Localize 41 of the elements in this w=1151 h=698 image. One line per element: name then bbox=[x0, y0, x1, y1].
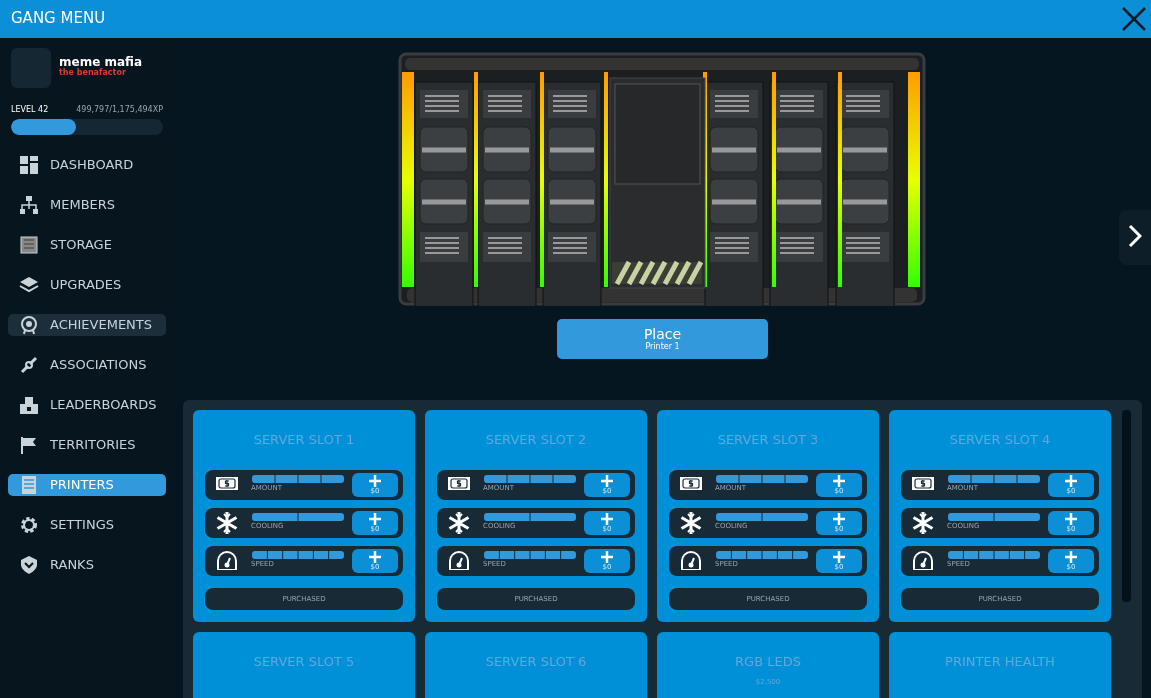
nav-item: LEADERBOARDS bbox=[50, 397, 157, 412]
card-title: SERVER SLOT 3 bbox=[716, 432, 820, 447]
upgrade-row bbox=[669, 508, 867, 538]
nav-item: ASSOCIATIONS bbox=[50, 357, 147, 372]
card-title: PRINTER HEALTH bbox=[944, 654, 1056, 669]
nav-item: RANKS bbox=[50, 557, 94, 572]
slot-card bbox=[657, 410, 879, 622]
slot-card bbox=[889, 410, 1111, 622]
nav-item: PRINTERS bbox=[50, 477, 114, 492]
card-title: SERVER SLOT 4 bbox=[948, 432, 1052, 447]
upgrade-row bbox=[437, 508, 635, 538]
card-title: SERVER SLOT 2 bbox=[484, 432, 588, 447]
upgrade-row bbox=[205, 470, 403, 500]
upgrade-row bbox=[669, 546, 867, 576]
slot-card bbox=[193, 410, 415, 622]
slot-card bbox=[425, 410, 647, 622]
nav-item: TERRITORIES bbox=[50, 437, 136, 452]
card-title: SERVER SLOT 5 bbox=[252, 654, 356, 669]
card-title: SERVER SLOT 1 bbox=[252, 432, 356, 447]
upgrade-row bbox=[437, 470, 635, 500]
card-title: SERVER SLOT 6 bbox=[484, 654, 588, 669]
card-title: RGB LEDS bbox=[734, 654, 802, 669]
upgrade-row bbox=[437, 546, 635, 576]
place-button: Place Printer 1 bbox=[557, 319, 768, 359]
nav-item: ACHIEVEMENTS bbox=[50, 317, 153, 332]
nav-item: UPGRADES bbox=[50, 277, 122, 292]
nav-item: SETTINGS bbox=[50, 517, 114, 532]
window-title: GANG MENU bbox=[11, 9, 106, 27]
upgrade-row bbox=[901, 546, 1099, 576]
level-label: LEVEL 42 bbox=[11, 105, 49, 114]
nav-item: MEMBERS bbox=[50, 197, 116, 212]
upgrade-row bbox=[901, 470, 1099, 500]
xp-counter: 499,797/1,175,494XP bbox=[76, 105, 163, 114]
upgrade-row bbox=[205, 546, 403, 576]
upgrade-row bbox=[669, 470, 867, 500]
player-name: meme mafia bbox=[59, 55, 143, 69]
upgrade-row bbox=[901, 508, 1099, 538]
upgrade-row bbox=[205, 508, 403, 538]
nav-item: STORAGE bbox=[50, 237, 112, 252]
nav-item: DASHBOARD bbox=[50, 157, 134, 172]
player-title: the benafactor bbox=[59, 68, 126, 77]
